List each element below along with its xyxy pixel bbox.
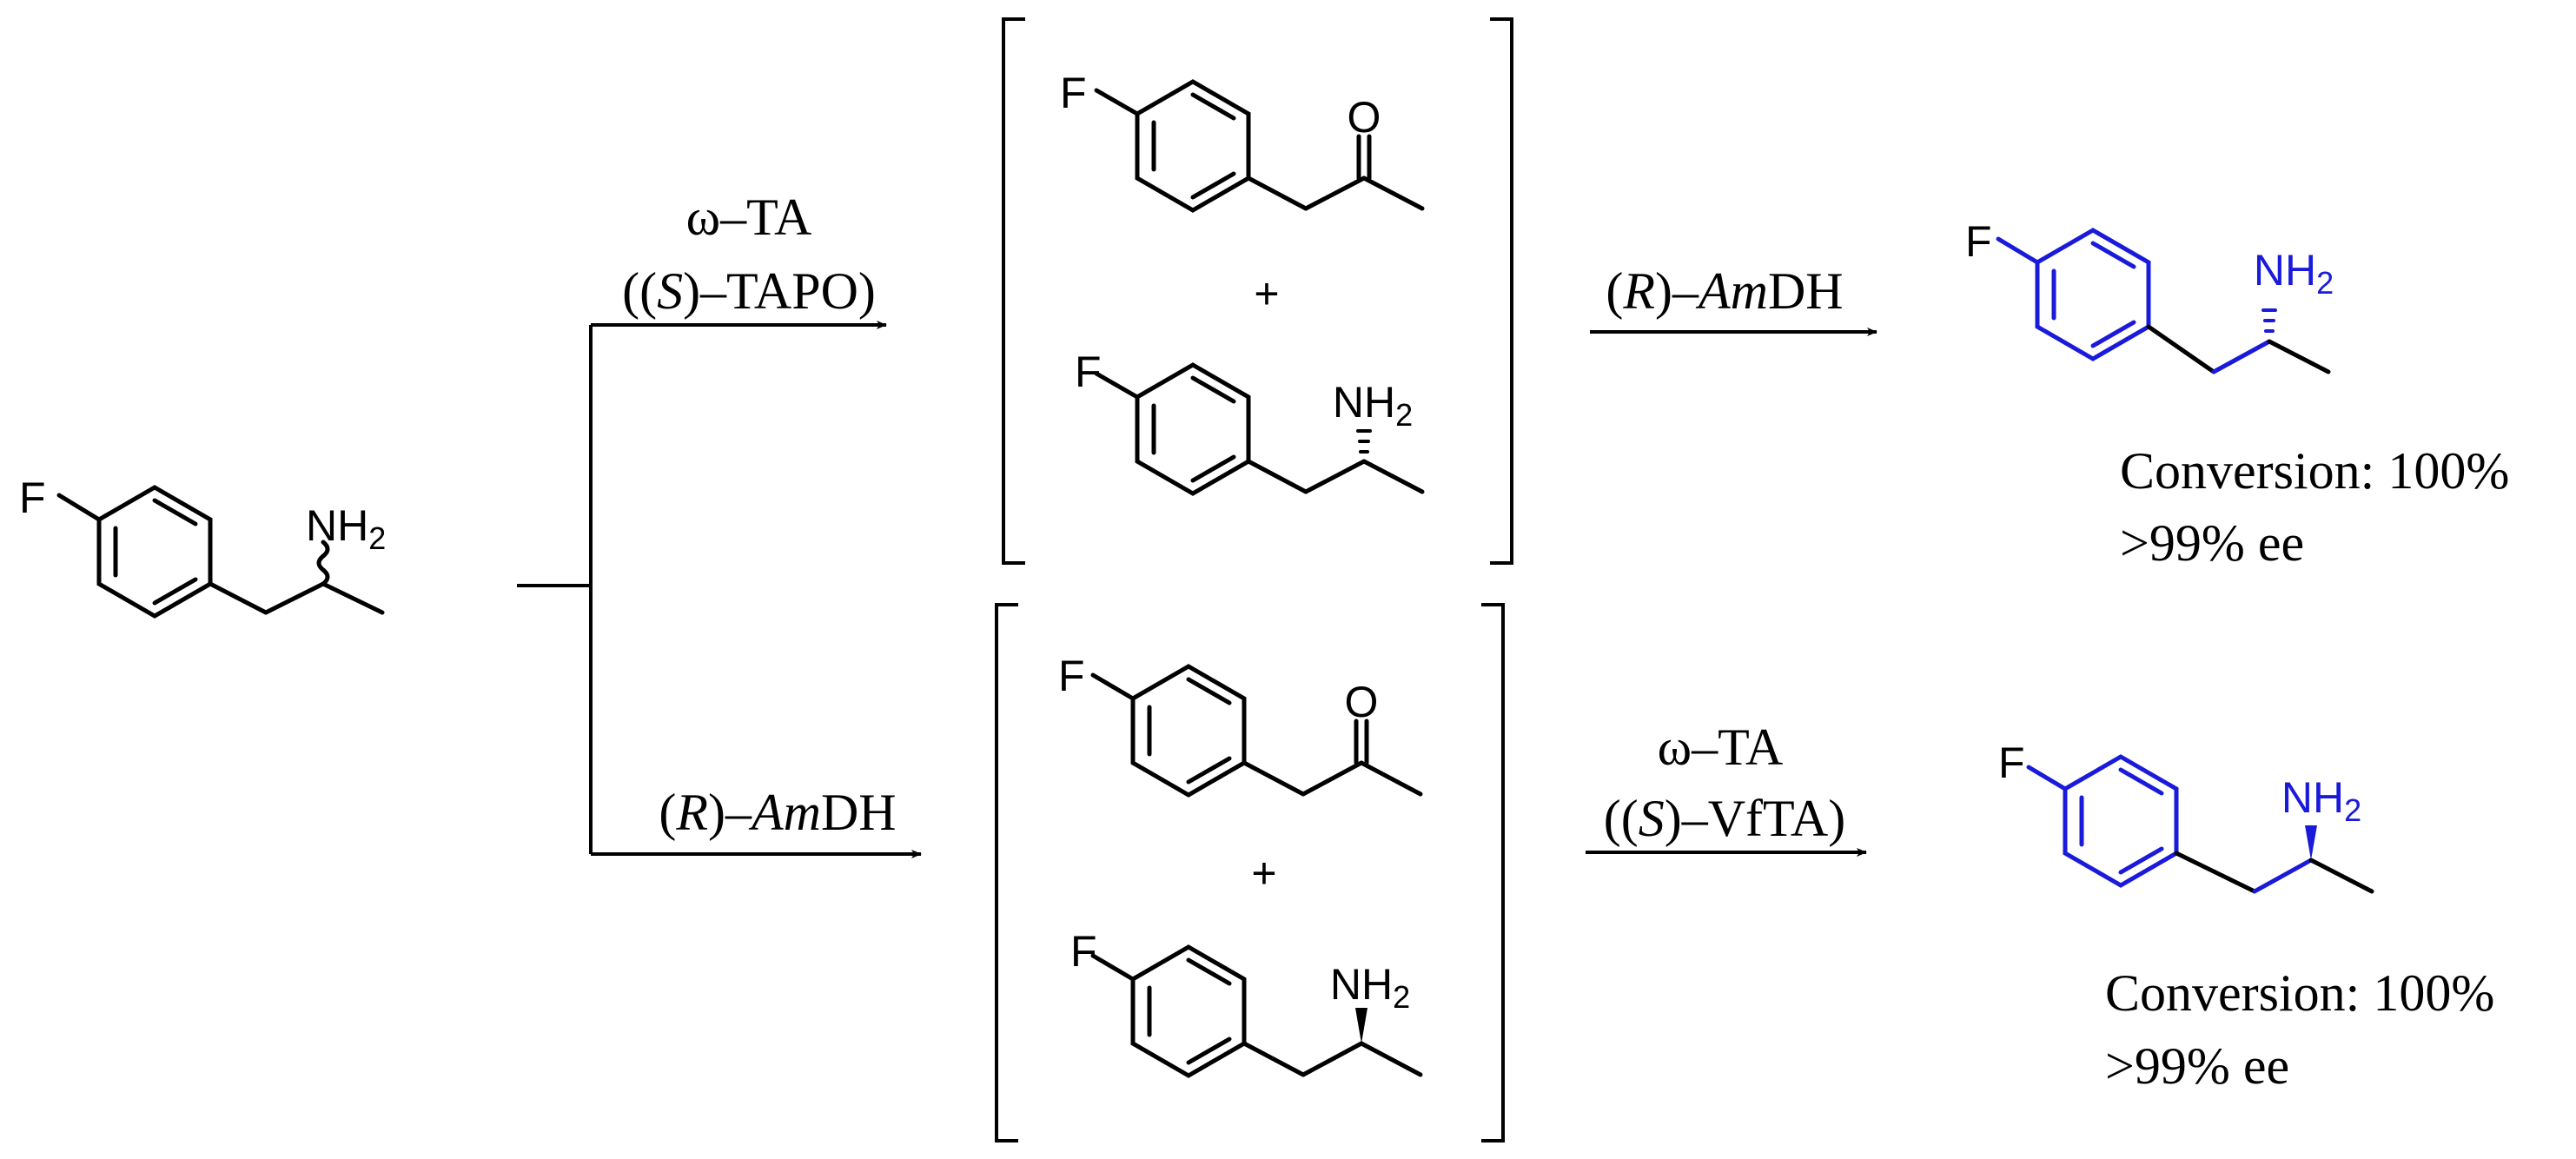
bottom-amine-wedge-bond bbox=[1355, 1008, 1367, 1043]
bottom-bracket bbox=[995, 603, 1505, 1142]
top-first-arrow-label-1: ω–TA bbox=[686, 189, 812, 246]
bottom-product bbox=[2026, 754, 2374, 894]
top-product-nh2-label: NH2 bbox=[2254, 246, 2334, 301]
bottom-plus: + bbox=[1251, 849, 1276, 897]
bottom-ee-text: >99% ee bbox=[2105, 1037, 2289, 1095]
start-f-label: F bbox=[19, 474, 46, 522]
top-amine bbox=[1094, 362, 1425, 496]
top-product-f-label: F bbox=[1965, 217, 1992, 266]
bottom-product-wedge-bond bbox=[2305, 825, 2317, 860]
bottom-amine bbox=[1090, 944, 1423, 1078]
top-first-arrow-label-2: ((S)–TAPO) bbox=[622, 262, 876, 320]
bottom-product-f-label: F bbox=[1998, 738, 2025, 787]
bottom-amine-f-label: F bbox=[1070, 927, 1097, 976]
bottom-amine-nh2-label: NH2 bbox=[1330, 960, 1410, 1015]
top-amine-nh2-label: NH2 bbox=[1333, 378, 1413, 433]
top-second-arrow-label: (R)–AmDH bbox=[1606, 262, 1843, 320]
branch-lines bbox=[517, 321, 922, 858]
start-racemic-amine bbox=[56, 485, 385, 619]
top-ketone-f-label: F bbox=[1060, 69, 1087, 117]
top-product bbox=[1996, 228, 2331, 374]
start-nh2-label: NH2 bbox=[306, 501, 386, 556]
top-amine-f-label: F bbox=[1075, 348, 1102, 396]
top-ketone-o-label: O bbox=[1348, 93, 1381, 142]
bottom-ketone bbox=[1090, 664, 1423, 798]
top-ketone bbox=[1094, 79, 1425, 213]
bottom-second-arrow-label-2: ((S)–VfTA) bbox=[1604, 790, 1845, 847]
bottom-ketone-o-label: O bbox=[1345, 678, 1379, 726]
bottom-conversion-text: Conversion: 100% bbox=[2105, 964, 2494, 1022]
top-plus: + bbox=[1254, 269, 1279, 318]
bottom-ketone-f-label: F bbox=[1058, 652, 1085, 700]
bottom-first-arrow-label: (R)–AmDH bbox=[659, 784, 896, 841]
top-conversion-text: Conversion: 100% bbox=[2120, 442, 2509, 500]
top-bracket bbox=[1002, 17, 1513, 565]
bottom-product-nh2-label: NH2 bbox=[2281, 773, 2361, 828]
bottom-second-arrow-label-1: ω–TA bbox=[1658, 719, 1784, 776]
top-ee-text: >99% ee bbox=[2120, 514, 2304, 572]
